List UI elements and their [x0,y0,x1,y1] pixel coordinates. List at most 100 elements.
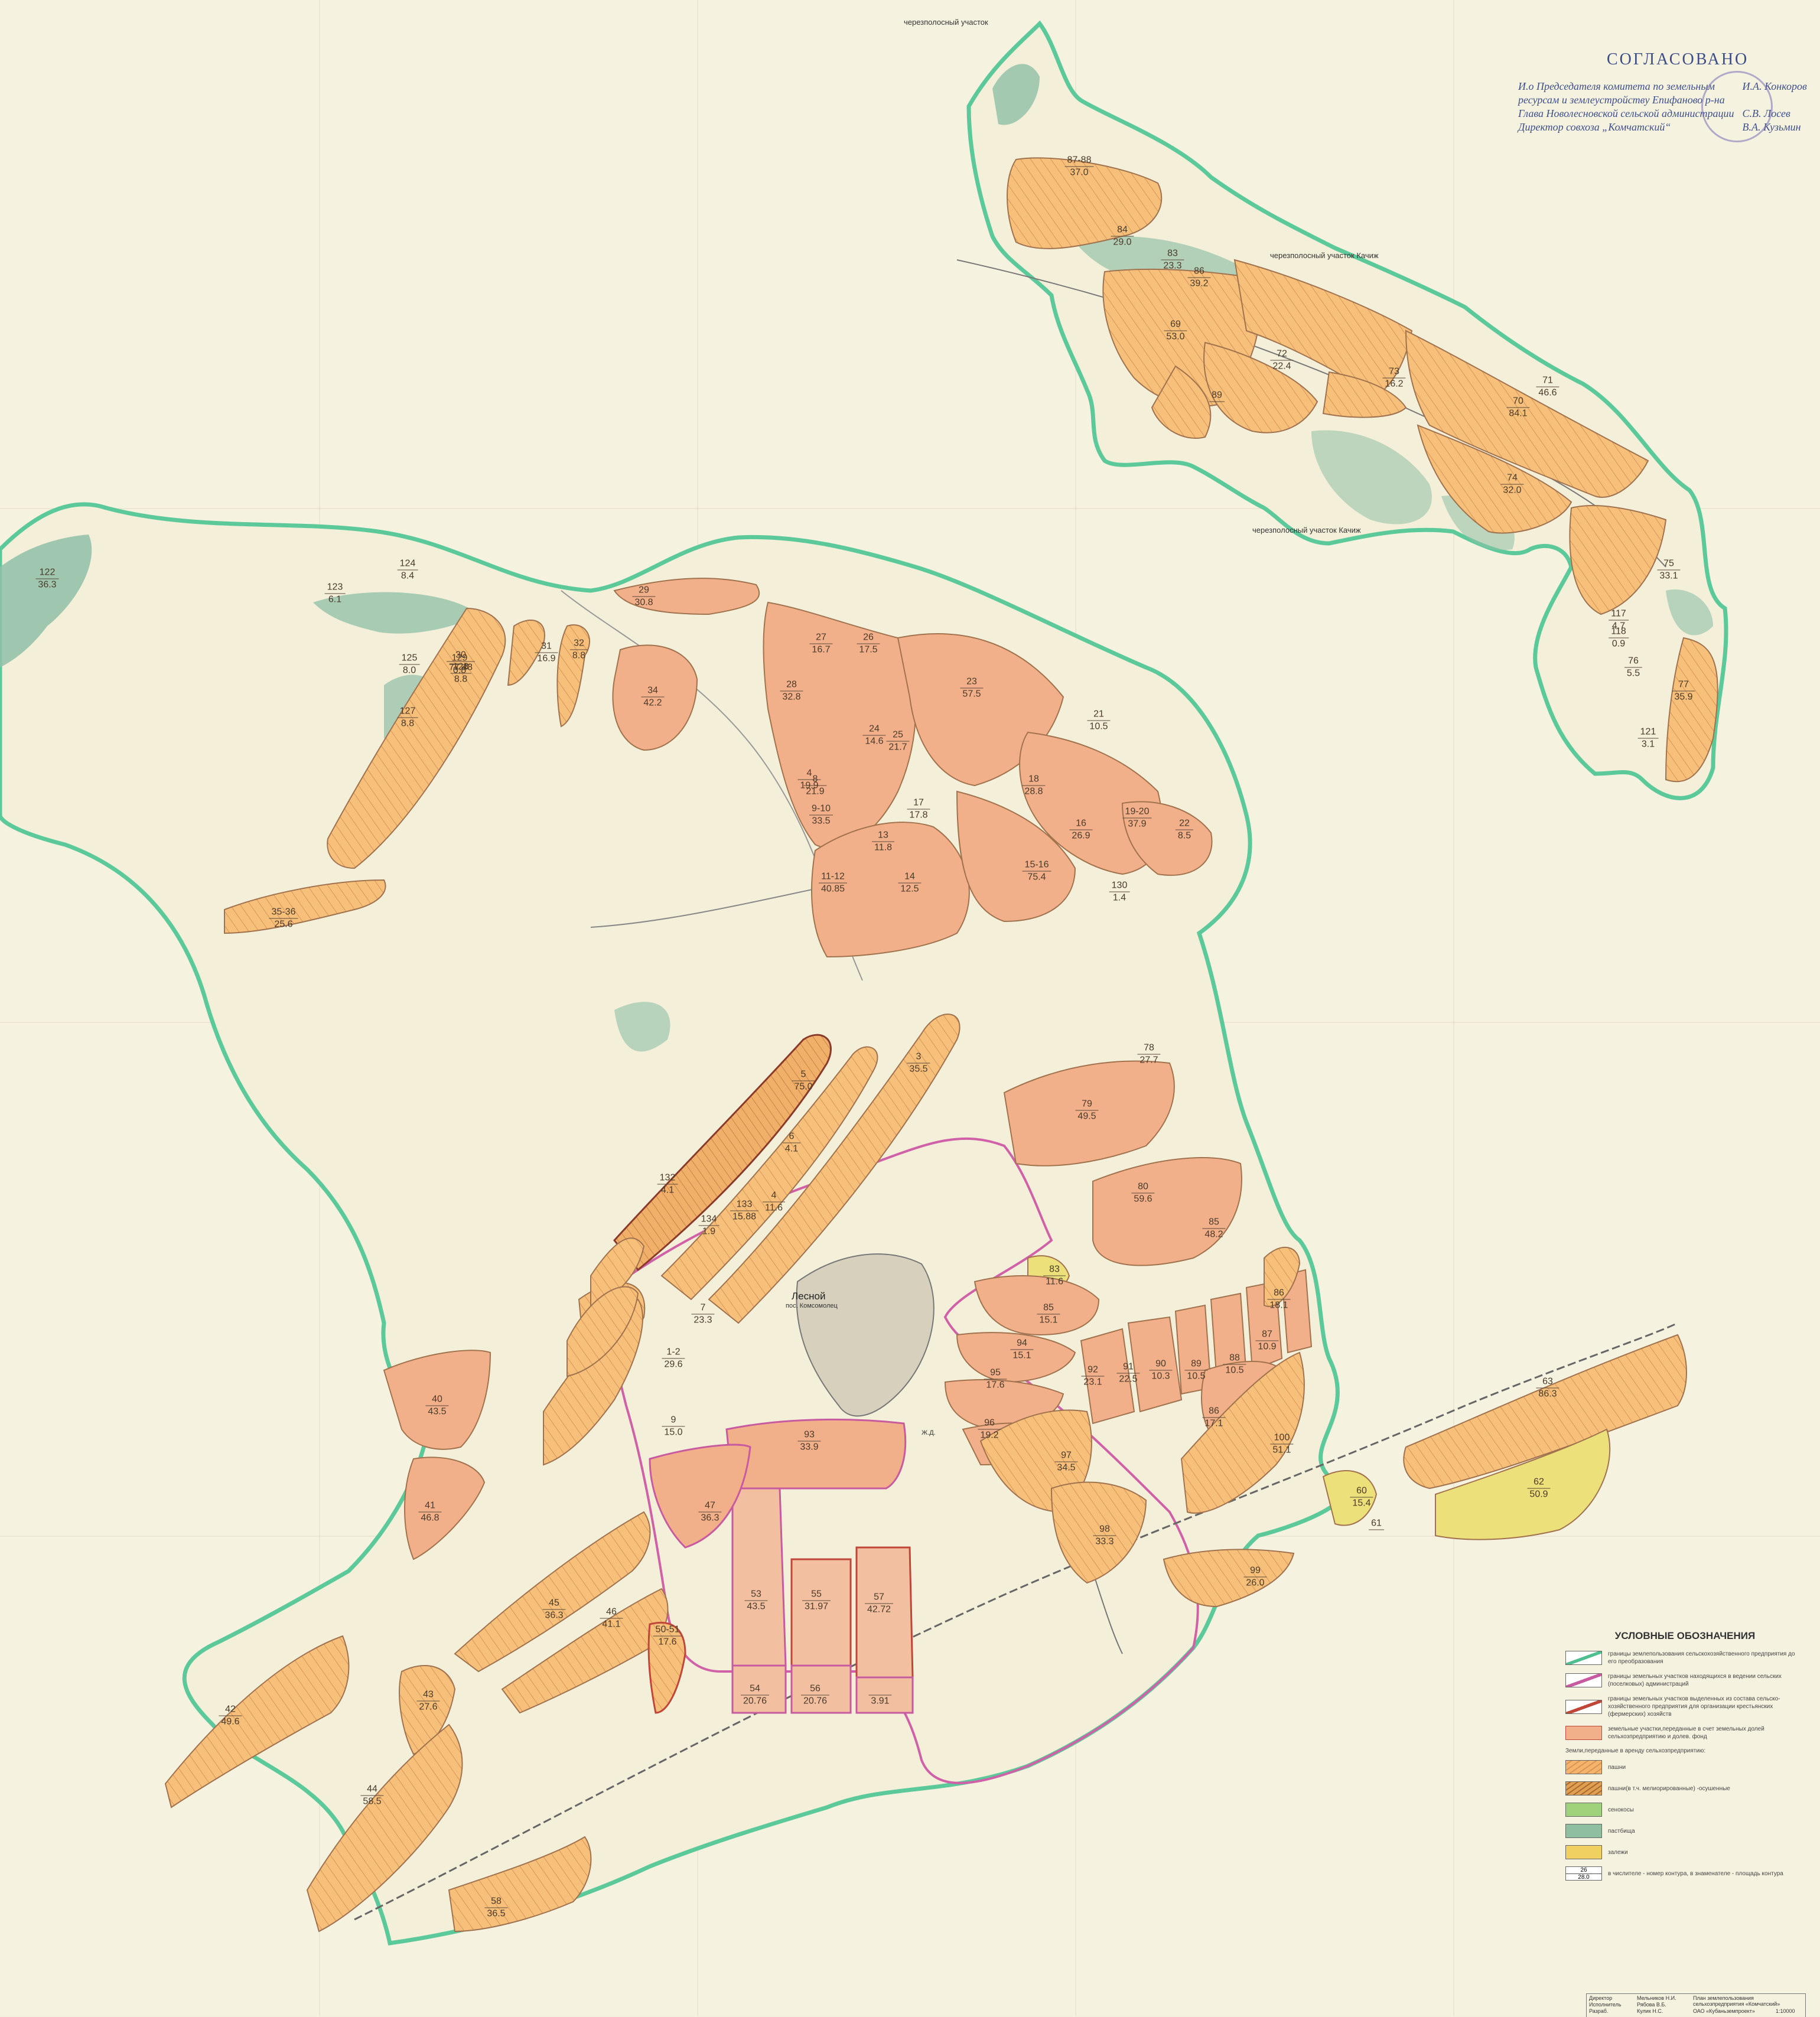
settlement [796,1253,935,1417]
parcel-area: 75.4 [1027,872,1046,882]
parcel-area: 36.3 [545,1610,564,1621]
parcel [1180,1351,1305,1514]
parcel [1403,1334,1687,1490]
parcel-area: 27.6 [419,1702,438,1712]
legend-title: УСЛОВНЫЕ ОБОЗНАЧЕНИЯ [1614,1630,1756,1641]
parcel [974,1275,1100,1336]
parcel-number: 73 [1382,366,1406,379]
parcel-area: 1.4 [1112,892,1126,903]
parcel-number: 1-2 [662,1347,685,1359]
legend-subhead: Земли,переданные в аренду сельхозпредпри… [1565,1748,1706,1754]
parcel-area: 40.85 [821,884,845,894]
parcel [383,1350,491,1450]
parcel-area: 15.88 [732,1211,757,1222]
parcel [1569,505,1667,615]
parcel-number: 124 [397,558,418,571]
parcel-area: 41.1 [602,1619,621,1630]
parcel-number: 42 [219,1704,242,1716]
parcel-number: 70 [1506,396,1530,408]
parcel-number: 95 [984,1367,1007,1380]
parcel-area: 10.3 [1151,1371,1170,1381]
parcel-number: 57 [864,1592,894,1604]
parcel-area: 1.9 [702,1226,716,1237]
parcel [448,1836,592,1933]
parcel [1417,424,1572,534]
strip-label: черезполосный участок [904,18,988,27]
legend: УСЛОВНЫЕ ОБОЗНАЧЕНИЯ границы землепользо… [1565,1630,1805,1888]
parcel-number: 28 [780,679,803,692]
parcel-number: 58 [484,1896,508,1908]
strip-label: черезполосный участок Качиж [1252,526,1361,535]
parcel-area: 33.5 [812,816,831,826]
parcel-area: 23.3 [1163,260,1182,271]
legend-sample-area: 28.0 [1578,1874,1590,1881]
parcel-area: 17.6 [986,1380,1005,1390]
parcel-number: 132 [657,1172,678,1185]
parcel-area: 10.9 [1258,1341,1277,1352]
parcel-number: 13 [872,830,894,842]
parcel [613,1034,832,1272]
parcel-label: 61 [1369,1518,1384,1530]
parcel-area: 3.1 [1641,739,1655,750]
parcel-area: 35.5 [909,1064,928,1074]
legend-text: сенокосы [1608,1806,1634,1813]
legend-item: пастбища [1565,1824,1805,1838]
parcel [556,624,591,728]
parcel-label: 89 [1209,390,1225,402]
parcel-number: 87 [1255,1329,1279,1341]
parcel-area: 6.1 [328,594,342,605]
parcel-number: 117 [1609,608,1629,621]
parcel [649,1443,751,1549]
parcel-area: 18.1 [1269,1300,1288,1311]
approval-line: ресурсам и землеустройству Епифаново р-н… [1518,94,1725,106]
title-block: Директор Исполнитель Разраб. Мельников Н… [1586,1993,1806,2017]
station-label: Ж.Д. [922,1429,936,1436]
parcel-area: 15.1 [1012,1350,1031,1361]
parcel-area: 42.2 [643,698,662,708]
parcel [612,644,698,751]
parcel-number: 7 [691,1302,715,1315]
parcel-number: 50-51 [653,1624,682,1637]
parcel [404,1456,486,1560]
parcel-number: 62 [1527,1477,1551,1489]
parcel-number: 134 [698,1214,719,1226]
parcel-number: 90 [1149,1358,1173,1371]
parcel-number: 19-20 [1122,806,1152,819]
parcel-area: 53.0 [1166,331,1185,342]
parcel-area: 42.72 [867,1604,891,1615]
parcel-number: 123 [324,582,346,594]
parcel-number: 43 [416,1689,440,1702]
parcel-number: 92 [1081,1364,1105,1377]
parcel-number: 11-12 [818,871,848,884]
tb-scale: 1:10000 [1776,2008,1795,2014]
legend-text: пастбища [1608,1827,1635,1834]
forest-patch [1311,430,1432,524]
parcel-area: 86.3 [1538,1389,1557,1399]
parcel [731,1487,787,1667]
parcel [1092,1157,1242,1266]
parcel-area: 43.5 [428,1406,447,1417]
parcel-area: 10.5 [1225,1365,1244,1376]
